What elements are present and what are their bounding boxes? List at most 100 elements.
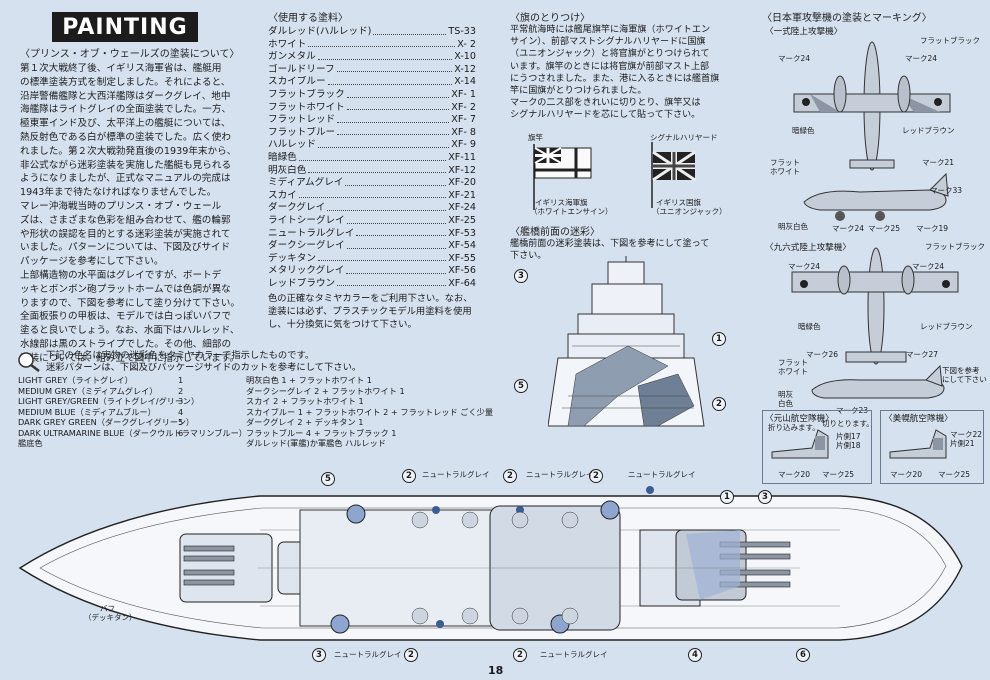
intro-line: いました。パターンについては、下図及びサイド [20,242,231,254]
ship-callout-2-d: 2 [404,648,418,662]
label-light-gray-2: 明灰白色 [778,390,793,408]
paint-name: 明灰白色 [268,164,307,176]
magnifier-icon [18,352,40,372]
paint-code: XF-54 [448,240,476,252]
leader-dots [346,265,447,274]
color-name: LIGHT GREY（ライトグレイ） [18,375,133,385]
leader-dots [346,89,450,98]
leader-dots [345,177,447,186]
ship-callout-3-a: 3 [758,490,772,504]
type96-title: 〈九六式陸上攻撃機〉 [765,243,851,253]
intro-line: の標準塗装方式を制定しました。それによると、 [20,76,231,88]
color-number: 4 [178,406,184,417]
intro-line: 上部構造物の水平面はグレイですが、ボートデ [20,269,222,281]
white-ensign-flag [533,144,592,210]
label-flat-white-2: フラットホワイト [778,358,808,376]
paint-name: ガンメタル [268,51,316,63]
type1-bomber-top-view [793,41,951,171]
leader-dots [327,76,453,85]
paint-name: レッドブラウン [268,277,336,289]
union-jack-flag [651,142,696,208]
paint-name: ミディアムグレイ [268,177,344,189]
bridge-heading: 〈艦橋前面の迷彩〉 [510,227,600,238]
color-mix: ダルレッド(軍艦)か軍艦色 ハルレッド [246,438,386,448]
page-title: PAINTING [52,12,198,42]
paint-name: ハルレッド [268,139,316,151]
label-cut: 切りとります。 [822,419,874,428]
label-flat-white-1: フラットホワイト [770,158,800,176]
paint-code: XF- 2 [451,101,476,113]
bridge-paragraph: 艦橋前面の迷彩塗装は、下図を参考にして塗って下さい。 [510,238,750,262]
leader-dots [336,64,453,73]
paint-code: TS-33 [448,26,476,37]
intro-line: 非公式ながら迷彩塗装を実施した艦艇も見られる [20,159,232,171]
color-mix: スカイブルー 1 + フラットホワイト 2 + フラットレッド ごく少量 [246,406,494,417]
leader-dots [373,26,447,35]
ship-label-neutral-gray-5: ニュートラルグレイ [540,650,608,659]
color-row: 艦底色ダルレッド(軍艦)か軍艦色 ハルレッド [18,438,468,449]
page-number: 18 [488,664,504,677]
flags-heading: 〈旗のとりつけ〉 [510,13,591,24]
colors-intro-line-1: 下記の色名は実物の迷彩色をタミヤカラーで指示したものです。 [46,350,315,361]
colors-intro: 下記の色名は実物の迷彩色をタミヤカラーで指示したものです。 迷彩パターンは、下図… [46,350,361,374]
halyard-label: シグナルハリヤード [650,133,718,142]
navy-flag-caption-1: イギリス海軍旗 [535,198,588,207]
intro-line: ッキとボンボン砲プラットホームでは色調が異な [20,283,231,295]
color-name: MEDIUM BLUE（ミディアムブルー） [18,406,156,417]
ship-label-buff: バフ [100,604,115,613]
intro-line: 海艦隊はライトグレイの全面塗装でした。一方、 [20,104,232,116]
mihoro-tail-drawing [889,429,947,459]
color-name: DARK ULTRAMARINE BLUE（ダークウルトラマリンブルー） [18,427,247,438]
intro-line: や形状の誤認を目的とする迷彩塗装が実施されて [20,228,231,240]
paint-name: ダークグレイ [268,202,326,214]
intro-line: りますので、下図を参考にして塗り分けて下さい。 [20,297,240,309]
genzan-title: 〈元山航空隊機〉 [765,414,834,424]
mihoro-box [880,410,984,484]
color-name: MEDIUM GREY（ミディアムグレイ） [18,385,158,396]
color-name: LIGHT GREY/GREEN（ライトグレイ/グリーン） [18,396,200,406]
ship-callout-2-a: 2 [402,469,416,483]
leader-dots [327,202,447,211]
label-tail21: 片側21 [950,439,975,448]
paint-name: ホワイト [268,38,307,50]
ship-callout-4: 4 [688,648,702,662]
paint-name: スカイ [268,189,297,201]
type96-bomber-top-view [791,247,959,365]
label-mark24-c: マーク24 [832,224,865,233]
flags-line: マークの二ス部をきれいに切りとり、旗竿又は [510,98,701,109]
color-number: 3 [178,396,184,406]
paint-name: ダークシーグレイ [268,240,345,252]
mihoro-title: 〈美幌航空隊機〉 [884,414,953,424]
ship-callout-1: 1 [720,490,734,504]
leader-dots [317,139,450,148]
leader-dots [346,240,447,249]
label-mark20-b: マーク20 [890,470,923,479]
bridge-line: 艦橋前面の迷彩塗装は、下図を参考にして塗って [510,239,710,249]
intro-line: 塗ると良いでしょう。なお、水面下はハルレッド、 [20,325,240,337]
ship-label-neutral-gray-1: ニュートラルグレイ [422,470,490,479]
paint-note-line: 塗装には必ず、プラスチックモデル用塗料を使用 [268,306,472,317]
paint-code: XF-21 [448,189,476,201]
label-mark25-2: マーク25 [822,470,855,479]
label-mark22: マーク22 [950,430,983,439]
intro-line: 沿岸警備艦隊と大西洋艦隊はダークグレイ、地中 [20,90,231,102]
leader-dots [337,127,450,136]
flags-line: 平常航海時には艦尾旗竿に海軍旗（ホワイトエン [510,25,711,35]
intro-paragraph: 第１次大戦終了後、イギリス海軍省は、艦艇用の標準塗装方式を制定しました。それによ… [20,62,252,366]
ship-callout-2-e: 2 [513,648,527,662]
paint-name: ダルレッド(ハルレッド) [268,26,372,37]
paint-row: ダークシーグレイ XF-54 [268,240,476,253]
label-mark24-a: マーク24 [778,54,811,63]
